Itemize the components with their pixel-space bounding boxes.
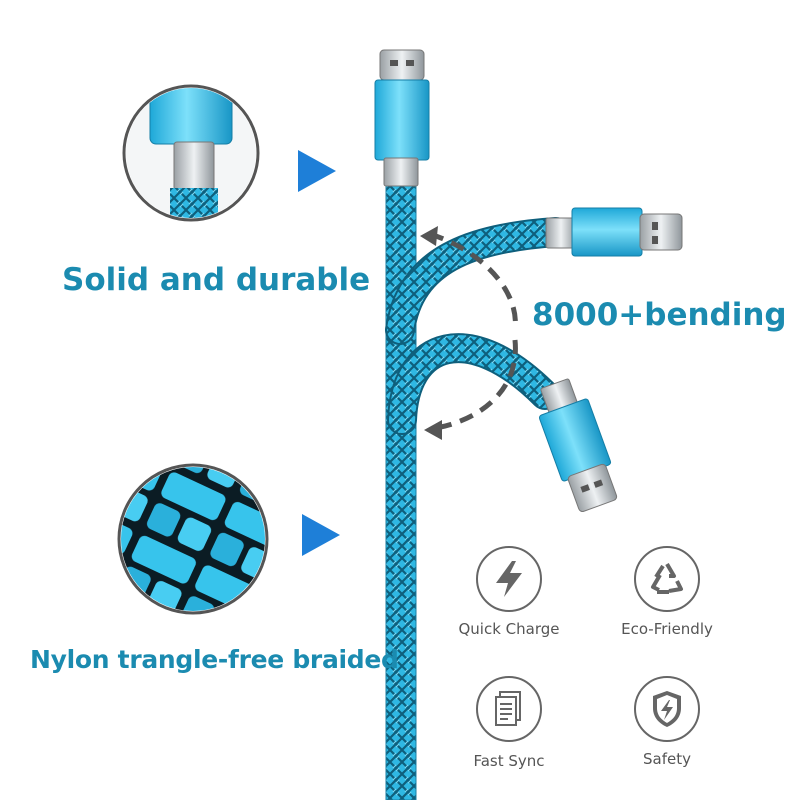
braid-closeup [117,463,269,615]
feature-label: Quick Charge [458,620,560,638]
feature-safety: Safety [592,676,742,768]
connector-closeup [122,84,260,222]
recycle-icon [634,546,700,612]
headline-solid-durable: Solid and durable [62,262,371,298]
feature-eco-friendly: Eco-Friendly [592,546,742,638]
bend-arrows [420,226,518,440]
shield-icon [634,676,700,742]
headline-nylon-braided: Nylon trangle-free braided [30,645,399,674]
feature-fast-sync: Fast Sync [434,676,584,770]
document-icon [476,676,542,742]
bent-cable-upper [385,207,683,345]
feature-label: Eco-Friendly [621,620,713,638]
feature-label: Safety [643,750,691,768]
bent-cable-lower [387,333,618,512]
lightning-icon [476,546,542,612]
feature-label: Fast Sync [473,752,545,770]
pointer-arrow-icon [298,150,336,192]
pointer-arrow-icon [302,514,340,556]
headline-bending: 8000+bending [532,297,787,333]
feature-quick-charge: Quick Charge [434,546,584,638]
